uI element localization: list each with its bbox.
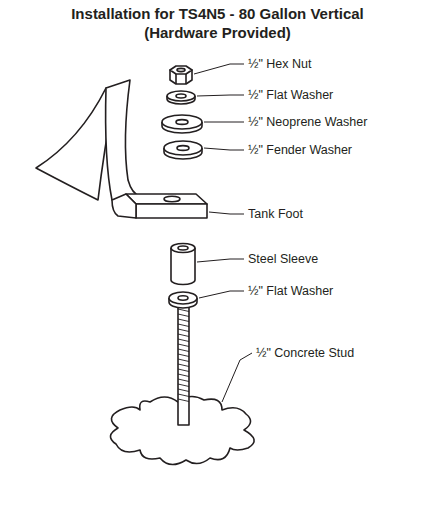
title: Installation for TS4N5 - 80 Gallon Verti… [0, 4, 435, 42]
thread-line [178, 354, 189, 357]
thread-line [178, 364, 189, 367]
tank-foot [36, 80, 207, 218]
thread-line [178, 314, 189, 317]
part-label: ½" Fender Washer [247, 142, 353, 158]
flat-washer [169, 292, 197, 308]
thread-line [178, 339, 189, 342]
thread-line [178, 329, 189, 332]
flat-washer [167, 91, 195, 104]
part-label: ½" Concrete Stud [255, 345, 355, 361]
thread-line [178, 374, 189, 377]
hex-nut [170, 66, 192, 84]
concrete-stud [178, 305, 189, 425]
thread-line [178, 324, 189, 327]
fender-washer [164, 141, 202, 159]
steel-sleeve [171, 244, 195, 285]
part-label: ½" Flat Washer [247, 283, 334, 299]
thread-line [178, 394, 189, 397]
thread-line [178, 344, 189, 347]
thread-line [178, 379, 189, 382]
thread-line [178, 309, 189, 312]
thread-line [178, 389, 189, 392]
thread-line [178, 359, 189, 362]
thread-line [178, 319, 189, 322]
part-label: ½" Neoprene Washer [247, 114, 368, 130]
part-label: Steel Sleeve [247, 251, 319, 267]
thread-line [178, 334, 189, 337]
leader-lines [194, 64, 252, 402]
part-label: ½" Hex Nut [247, 56, 313, 72]
thread-line [178, 369, 189, 372]
neoprene-washer [162, 115, 202, 133]
part-label: Tank Foot [247, 206, 304, 222]
thread-line [178, 384, 189, 387]
thread-line [178, 349, 189, 352]
thread-line [178, 399, 189, 402]
part-label: ½" Flat Washer [247, 87, 334, 103]
